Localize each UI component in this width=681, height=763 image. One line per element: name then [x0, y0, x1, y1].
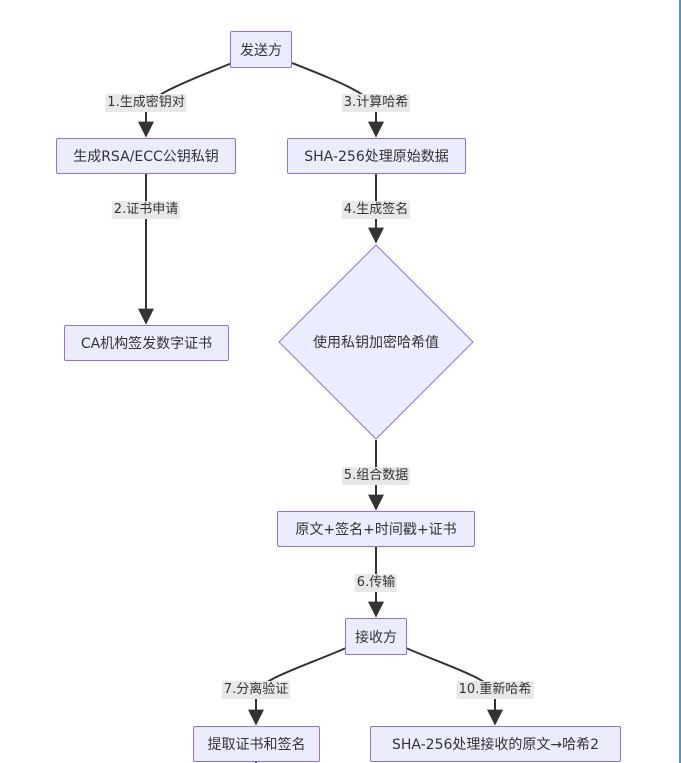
- edge-label-transmit: 6.传输: [354, 574, 398, 592]
- node-generate-keys: 生成RSA/ECC公钥私钥: [56, 138, 236, 174]
- node-sender-label: 发送方: [240, 42, 282, 59]
- node-encrypt-hash: 使用私钥加密哈希值: [279, 322, 473, 362]
- node-receiver: 接收方: [345, 618, 407, 655]
- edge-label-compute-hash: 3.计算哈希: [341, 94, 411, 112]
- node-extract-label: 提取证书和签名: [207, 737, 306, 753]
- edge-label-cert-request: 2.证书申请: [111, 201, 181, 219]
- node-extract: 提取证书和签名: [193, 726, 320, 762]
- node-encrypt-hash-label: 使用私钥加密哈希值: [313, 335, 439, 351]
- diamond-encrypt-hash: [278, 244, 474, 440]
- node-bundle: 原文+签名+时间戳+证书: [277, 511, 475, 547]
- node-generate-keys-label: 生成RSA/ECC公钥私钥: [73, 149, 219, 165]
- window-right-border: [679, 0, 681, 763]
- edge-label-generate-signature: 4.生成签名: [341, 201, 411, 219]
- node-sender: 发送方: [230, 31, 292, 68]
- node-sha-raw: SHA-256处理原始数据: [287, 138, 466, 174]
- node-receiver-label: 接收方: [355, 629, 397, 646]
- node-ca-sign-label: CA机构签发数字证书: [80, 336, 213, 352]
- node-sha-raw-label: SHA-256处理原始数据: [304, 149, 449, 165]
- edge-label-generate-keypair: 1.生成密钥对: [105, 94, 187, 112]
- node-sha-receive-label: SHA-256处理接收的原文→哈希2: [391, 737, 600, 753]
- node-bundle-label: 原文+签名+时间戳+证书: [295, 522, 457, 538]
- edge-label-rehash: 10.重新哈希: [456, 681, 534, 699]
- node-ca-sign: CA机构签发数字证书: [64, 325, 229, 361]
- node-sha-receive: SHA-256处理接收的原文→哈希2: [370, 726, 621, 762]
- edge-label-combine-data: 5.组合数据: [341, 467, 411, 485]
- edge-label-separate-verify: 7.分离验证: [221, 681, 291, 699]
